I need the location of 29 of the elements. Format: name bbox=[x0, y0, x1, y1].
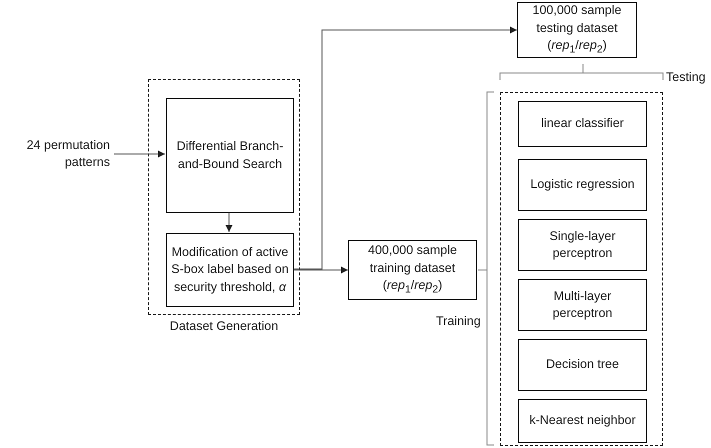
box-label: Modification of active S-box label based on security threshold, α bbox=[171, 244, 289, 296]
box-label: Differential Branch-and-Bound Search bbox=[176, 138, 284, 172]
box-label: 400,000 sample training dataset (rep$_{1}$/rep$_{2}$) bbox=[367, 242, 458, 298]
group-box bbox=[500, 92, 663, 446]
arrow bbox=[292, 266, 348, 274]
bracket-label: Testing bbox=[666, 70, 706, 84]
box-label: Single-layer perceptron bbox=[548, 228, 616, 262]
box-label: linear classifier bbox=[541, 115, 624, 132]
group-caption: Dataset Generation bbox=[168, 318, 280, 335]
process-box bbox=[518, 399, 647, 443]
box-label: Logistic regression bbox=[530, 176, 635, 194]
process-box bbox=[348, 240, 477, 300]
process-box bbox=[518, 219, 647, 271]
box-label: 100,000 sample testing dataset (rep$_{1}$/rep$_{2}$) bbox=[532, 2, 622, 58]
bracket-label: Training bbox=[436, 314, 481, 328]
process-box bbox=[518, 339, 647, 391]
process-box bbox=[518, 279, 647, 331]
process-box bbox=[166, 98, 294, 213]
process-box bbox=[518, 101, 647, 147]
process-box bbox=[518, 159, 647, 211]
arrow bbox=[114, 150, 166, 158]
input-label: 24 permutation patterns bbox=[26, 136, 110, 171]
process-box bbox=[166, 233, 294, 307]
process-box bbox=[517, 2, 637, 58]
box-label: Decision tree bbox=[546, 356, 619, 374]
box-label: k-Nearest neighbor bbox=[529, 412, 636, 430]
box-label: Multi-layer perceptron bbox=[552, 288, 614, 322]
arrow bbox=[226, 212, 232, 232]
arrow bbox=[292, 26, 518, 270]
